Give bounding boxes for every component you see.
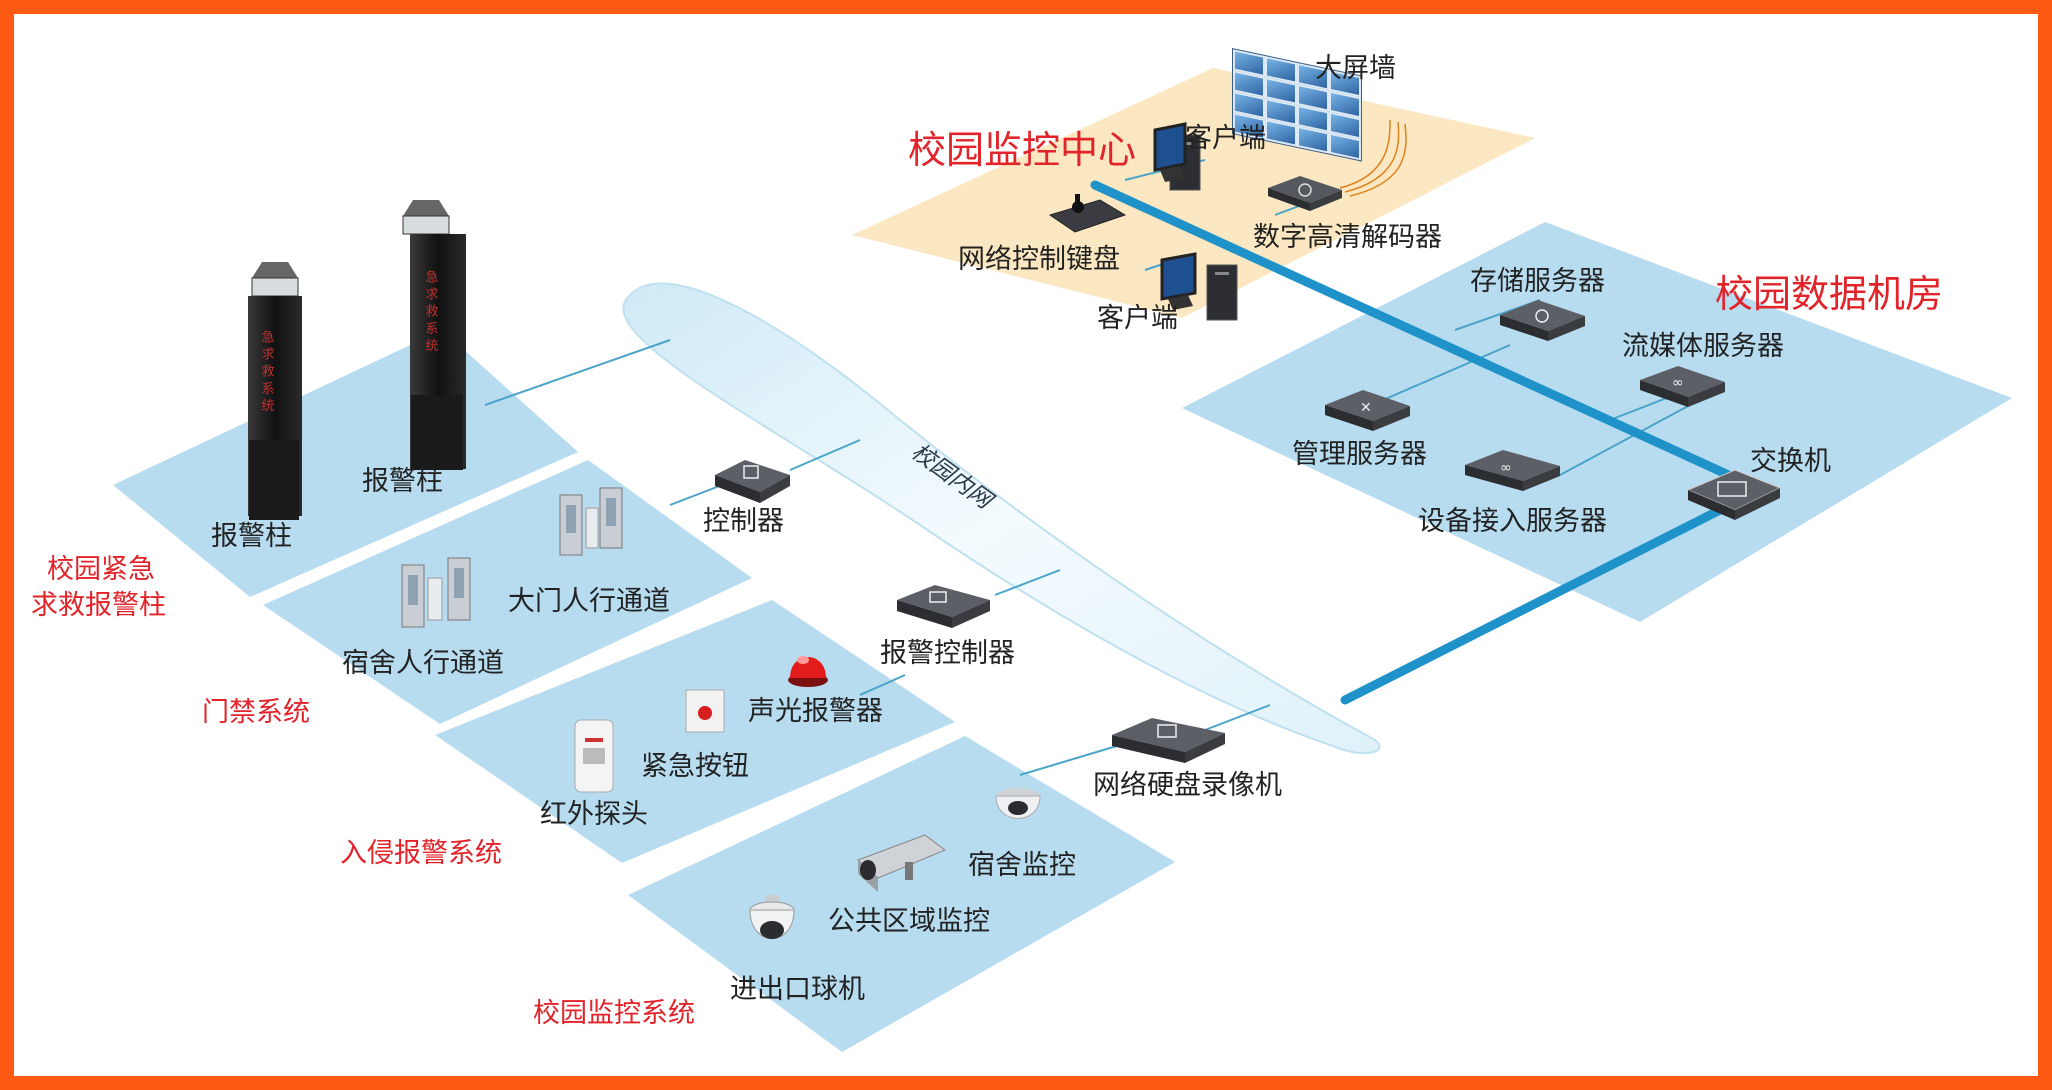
siren-icon	[788, 656, 828, 687]
data-center-title: 校园数据机房	[1715, 272, 1943, 316]
core-switch-icon	[1686, 469, 1782, 520]
backbone-trunk-lower	[1340, 505, 1725, 705]
panic-button-label: 紧急按钮	[641, 751, 749, 782]
client-workstation-bottom-icon	[1160, 252, 1238, 321]
link-nvr	[1204, 704, 1271, 731]
dorm-gate-label: 宿舍人行通道	[342, 648, 504, 679]
client-bottom-label: 客户端	[1097, 303, 1178, 334]
siren-label: 声光报警器	[748, 696, 883, 727]
storage-server-label: 存储服务器	[1470, 266, 1605, 297]
dorm-camera-label: 宿舍监控	[968, 850, 1076, 881]
monitoring-center-title: 校园监控中心	[908, 128, 1136, 172]
keyboard-label: 网络控制键盘	[958, 244, 1120, 275]
backbone-trunk-upper	[1090, 180, 1740, 483]
svg-text:✕: ✕	[1360, 400, 1372, 416]
streaming-server-icon: ∞	[1640, 366, 1725, 407]
access-control-title: 门禁系统	[202, 697, 310, 728]
alarm-controller-label: 报警控制器	[880, 638, 1015, 669]
link-siren	[859, 674, 906, 696]
panic-button-icon	[685, 689, 725, 733]
pillar-left-label: 报警柱	[211, 521, 292, 552]
dome-camera-label: 进出口球机	[730, 974, 865, 1005]
link-access-server	[1559, 404, 1691, 476]
client-top-label: 客户端	[1185, 123, 1266, 154]
management-server-icon: ✕	[1325, 390, 1410, 431]
svg-text:急 求 救 系 统: 急 求 救 系 统	[259, 330, 275, 413]
alarm-controller-icon	[897, 585, 990, 628]
alarm-pillar-left-icon: 急 求 救 系 统	[248, 262, 302, 520]
public-bullet-camera-icon	[857, 834, 946, 892]
access-server-icon: ∞	[1465, 450, 1560, 491]
svg-text:急 求 救 系 统: 急 求 救 系 统	[423, 270, 439, 353]
cctv-system-title: 校园监控系统	[533, 998, 695, 1029]
svg-text:∞: ∞	[1672, 375, 1684, 391]
alarm-pillar-right-icon: 急 求 救 系 统	[402, 200, 466, 470]
video-wall-cables	[1339, 119, 1407, 197]
nvr-icon	[1112, 718, 1225, 763]
link-controller-network	[789, 439, 861, 471]
gate-controller-icon	[715, 460, 790, 503]
cable-1	[1339, 119, 1391, 189]
zone-cctv	[628, 736, 1175, 1052]
dorm-dome-camera-icon	[995, 788, 1041, 819]
cable-2	[1344, 121, 1400, 193]
main-gate-turnstile-icon	[559, 487, 623, 556]
pillar-right-label: 报警柱	[362, 466, 443, 497]
zone-monitoring-center	[852, 68, 1535, 318]
entrance-ptz-camera-icon	[749, 895, 795, 939]
zone-access-control	[263, 460, 752, 724]
video-wall-icon	[1232, 48, 1362, 162]
access-server-label: 设备接入服务器	[1418, 506, 1607, 537]
intrusion-alarm-title: 入侵报警系统	[340, 838, 502, 869]
ir-detector-icon	[574, 719, 614, 793]
decoder-label: 数字高清解码器	[1253, 222, 1442, 253]
ir-detector-label: 红外探头	[540, 799, 648, 830]
public-camera-label: 公共区域监控	[828, 906, 990, 937]
storage-server-icon	[1500, 300, 1585, 341]
emergency-title-line2: 求救报警柱	[31, 590, 166, 621]
hd-decoder-icon	[1268, 176, 1342, 211]
streaming-server-label: 流媒体服务器	[1622, 331, 1784, 362]
svg-text:∞: ∞	[1500, 460, 1512, 476]
emergency-title-line1: 校园紧急	[47, 554, 155, 585]
controller-label: 控制器	[703, 506, 784, 537]
nvr-label: 网络硬盘录像机	[1093, 770, 1282, 801]
link-cctv	[1019, 741, 1131, 776]
cable-3	[1349, 123, 1407, 197]
client-workstation-top-icon	[1153, 122, 1201, 191]
network-keyboard-icon	[1048, 194, 1127, 233]
management-server-label: 管理服务器	[1292, 439, 1427, 470]
link-emergency	[484, 339, 671, 406]
campus-network-cloud	[622, 282, 1381, 755]
dorm-gate-turnstile-icon	[401, 557, 471, 628]
switch-label: 交换机	[1750, 446, 1831, 477]
video-wall-label: 大屏墙	[1315, 53, 1396, 84]
link-alarm-controller	[994, 569, 1061, 596]
main-gate-label: 大门人行通道	[508, 586, 670, 617]
